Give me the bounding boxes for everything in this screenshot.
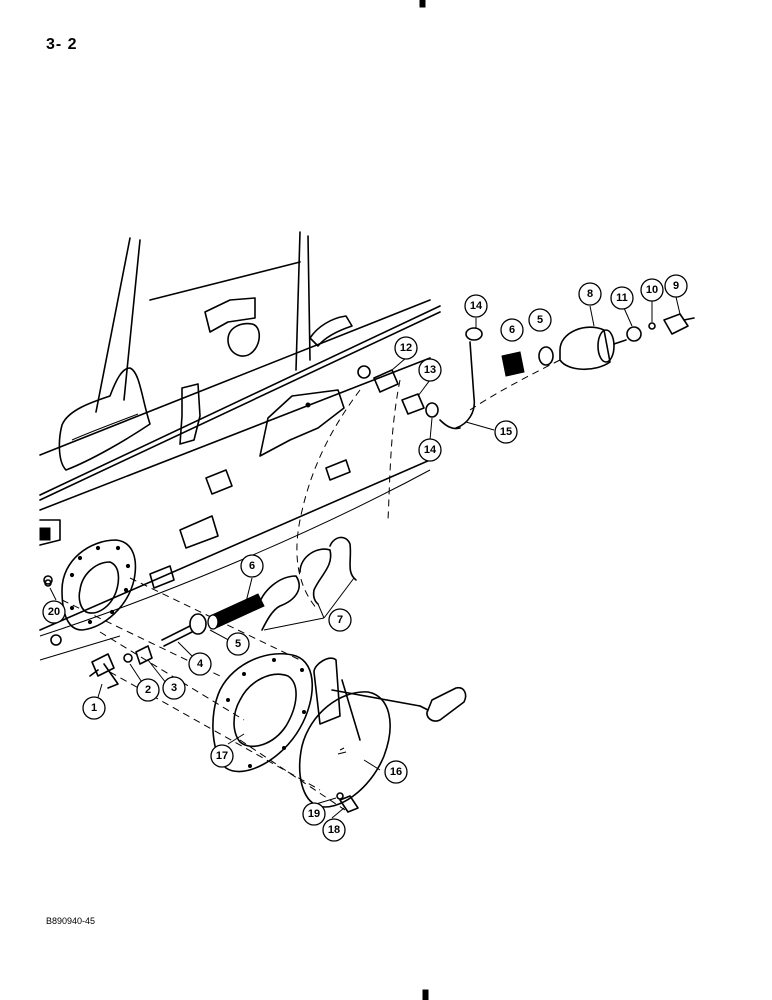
callout-label: 17 xyxy=(216,750,228,762)
callout-label: 5 xyxy=(235,638,241,650)
figure-code: B890940-45 xyxy=(46,916,96,926)
callout-16: 16 xyxy=(384,760,408,784)
callout-label: 5 xyxy=(537,314,543,326)
callout-11: 11 xyxy=(610,286,634,310)
callout-15: 15 xyxy=(494,420,518,444)
callout-8: 8 xyxy=(578,282,602,306)
callout-label: 13 xyxy=(424,364,436,376)
page-number: 3- 2 xyxy=(46,36,78,53)
callout-17: 17 xyxy=(210,744,234,768)
callout-label: 3 xyxy=(171,682,177,694)
callout-label: 16 xyxy=(390,766,402,778)
callout-label: 6 xyxy=(249,560,255,572)
callout-18: 18 xyxy=(322,818,346,842)
callout-6-lower: 6 xyxy=(240,554,264,578)
leader-lines xyxy=(49,296,681,819)
callout-5-upper: 5 xyxy=(528,308,552,332)
callout-label: 14 xyxy=(424,444,437,456)
callout-6-upper: 6 xyxy=(500,318,524,342)
bottom-page-mark xyxy=(422,989,429,1000)
callout-label: 15 xyxy=(500,426,512,438)
callout-13: 13 xyxy=(418,358,442,382)
callout-label: 2 xyxy=(145,684,151,696)
callout-label: 1 xyxy=(91,702,97,714)
callout-7: 7 xyxy=(328,608,352,632)
callout-1: 1 xyxy=(82,696,106,720)
callout-20: 20 xyxy=(42,600,66,624)
upper-parts-drawing xyxy=(357,313,695,430)
callout-9: 9 xyxy=(664,274,688,298)
callout-label: 10 xyxy=(646,284,658,296)
lower-parts-drawing xyxy=(44,536,467,813)
callout-label: 20 xyxy=(48,606,60,618)
callout-circles: 1 2 3 4 5 5 6 6 7 8 9 10 11 12 13 14 14 … xyxy=(42,274,688,842)
callout-3: 3 xyxy=(162,676,186,700)
loader-frame-drawing xyxy=(39,231,441,661)
callout-2: 2 xyxy=(136,678,160,702)
callout-14-lower: 14 xyxy=(418,438,442,462)
callout-label: 4 xyxy=(197,658,204,670)
callout-label: 14 xyxy=(470,300,483,312)
top-page-mark xyxy=(419,0,426,8)
callout-label: 6 xyxy=(509,324,515,336)
callout-label: 8 xyxy=(587,288,593,300)
callout-label: 12 xyxy=(400,342,412,354)
callout-19: 19 xyxy=(302,802,326,826)
callout-12: 12 xyxy=(394,336,418,360)
callout-label: 11 xyxy=(616,292,628,304)
callout-5-lower: 5 xyxy=(226,632,250,656)
callouts: 1 2 3 4 5 5 6 6 7 8 9 10 11 12 13 14 14 … xyxy=(42,274,688,842)
callout-10: 10 xyxy=(640,278,664,302)
callout-label: 9 xyxy=(673,280,679,292)
callout-label: 7 xyxy=(337,614,343,626)
callout-label: 18 xyxy=(328,824,340,836)
callout-4: 4 xyxy=(188,652,212,676)
callout-label: 19 xyxy=(308,808,320,820)
callout-14-upper: 14 xyxy=(464,294,488,318)
